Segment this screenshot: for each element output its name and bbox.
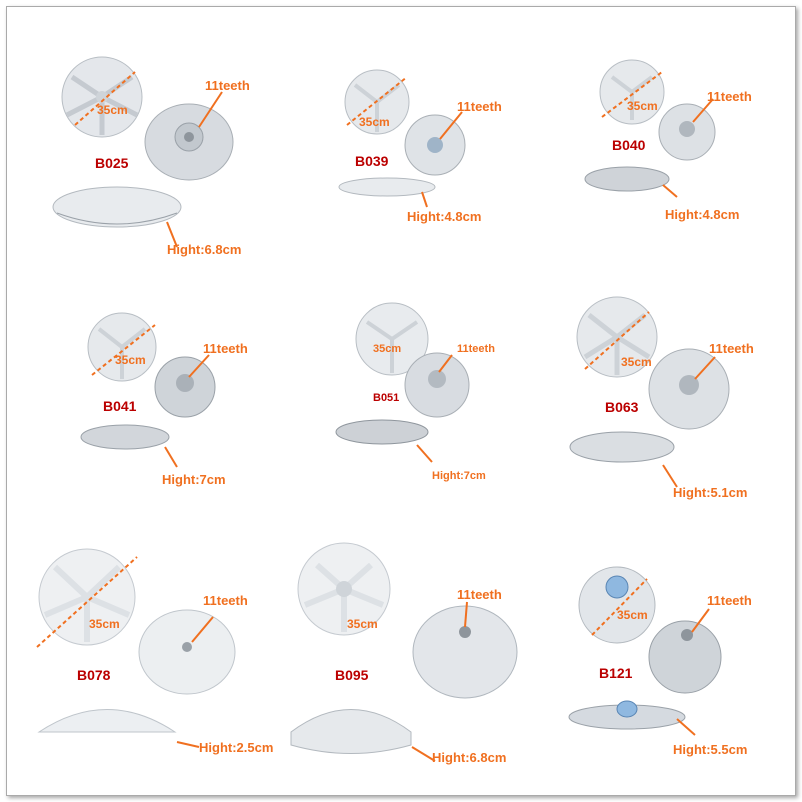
height-label: Hight:5.1cm [673, 485, 748, 500]
pulsator-photo [569, 296, 730, 488]
product-cell-b025: 35cm 11teeth B025 Hight:6.8cm [17, 17, 273, 273]
product-collage: 35cm 11teeth B025 Hight:6.8cm 35cm 11tee… [6, 6, 796, 796]
product-cell-b040: 35cm 11teeth B040 Hight:4.8cm [537, 17, 793, 273]
teeth-label: 11teeth [203, 341, 248, 356]
teeth-label: 11teeth [203, 593, 248, 608]
height-label: Hight:7cm [162, 472, 226, 487]
product-code: B095 [335, 667, 369, 683]
pulsator-photo [338, 69, 466, 208]
product-cell-b051: 35cm 11teeth B051 Hight:7cm [277, 277, 533, 533]
pulsator-photo [584, 59, 716, 198]
height-label: Hight:6.8cm [432, 750, 507, 765]
diameter-label: 35cm [373, 343, 402, 355]
product-cell-b041: 35cm 11teeth B041 Hight:7cm [17, 277, 273, 533]
teeth-label: 11teeth [457, 343, 495, 355]
product-code: B039 [355, 153, 389, 169]
product-code: B040 [612, 137, 646, 153]
product-cell-b039: 35cm 11teeth B039 Hight:4.8cm [277, 17, 533, 273]
diameter-label: 35cm [89, 617, 120, 631]
diameter-label: 35cm [617, 608, 648, 622]
teeth-label: 11teeth [457, 587, 502, 602]
pulsator-photo [52, 56, 234, 248]
product-code: B121 [599, 665, 633, 681]
teeth-label: 11teeth [707, 89, 752, 104]
pulsator-photo [36, 548, 236, 748]
pulsator-side-view [52, 186, 182, 228]
diameter-label: 35cm [115, 353, 146, 367]
height-label: Hight:7cm [432, 470, 486, 482]
pulsator-photo [80, 312, 216, 468]
pulsator-bottom-view [144, 103, 234, 181]
height-label: Hight:4.8cm [407, 209, 482, 224]
height-label: Hight:2.5cm [199, 740, 274, 755]
pulsator-photo [290, 542, 518, 762]
height-arrow [166, 221, 178, 248]
product-cell-b078: 35cm 11teeth B078 Hight:2.5cm [17, 537, 273, 793]
diameter-line [74, 71, 136, 126]
height-label: Hight:6.8cm [167, 242, 242, 257]
diameter-label: 35cm [97, 103, 128, 117]
height-label: Hight:5.5cm [673, 742, 748, 757]
pulsator-photo [335, 302, 470, 463]
product-cell-b121: 35cm 11teeth B121 Hight:5.5cm [537, 537, 793, 793]
teeth-label: 11teeth [707, 593, 752, 608]
teeth-label: 11teeth [457, 99, 502, 114]
teeth-label: 11teeth [709, 341, 754, 356]
pulsator-top-view [61, 56, 143, 138]
pulsator-photo [568, 566, 722, 736]
diameter-label: 35cm [347, 617, 378, 631]
product-code: B025 [95, 155, 129, 171]
teeth-arrow [198, 91, 223, 128]
product-code: B051 [373, 392, 400, 404]
product-cell-b095: 35cm 11teeth B095 Hight:6.8cm [277, 537, 533, 793]
product-cell-b063: 35cm 11teeth B063 Hight:5.1cm [537, 277, 793, 533]
height-label: Hight:4.8cm [665, 207, 740, 222]
teeth-label: 11teeth [205, 78, 250, 93]
diameter-label: 35cm [627, 99, 658, 113]
product-code: B041 [103, 398, 137, 414]
product-code: B078 [77, 667, 111, 683]
product-code: B063 [605, 399, 639, 415]
diameter-label: 35cm [359, 115, 390, 129]
diameter-label: 35cm [621, 355, 652, 369]
